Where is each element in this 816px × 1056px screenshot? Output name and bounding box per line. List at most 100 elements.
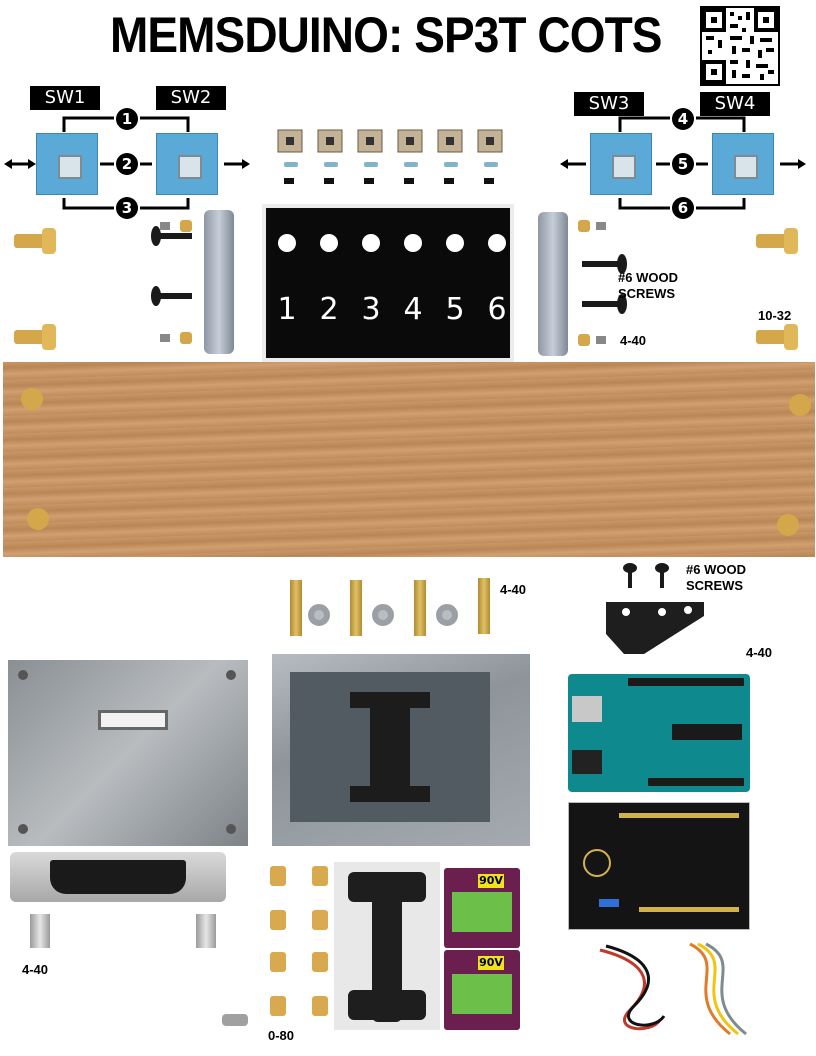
- lid-slot: [98, 710, 168, 730]
- led-2: [320, 234, 338, 252]
- washer-icon: [436, 604, 458, 626]
- thumb-screw-icon: [14, 228, 56, 254]
- pcb-number: 2: [319, 292, 339, 327]
- led-1: [278, 234, 296, 252]
- brass-insert-icon: [312, 866, 328, 886]
- shield-capacitor: [583, 849, 611, 877]
- bolts-440-label: 4-40: [500, 582, 527, 597]
- power-jack: [572, 750, 602, 774]
- bracket-440-label: 4-40: [746, 645, 773, 660]
- lid-hole: [18, 670, 28, 680]
- panel-screw: [777, 514, 799, 536]
- holder-photo-bg: [334, 862, 440, 1030]
- voltage-badge: 90V: [478, 874, 504, 888]
- panel-screw: [789, 394, 811, 416]
- aluminum-lid: [8, 660, 248, 846]
- shield-header: [639, 907, 739, 912]
- path-2-marker: 2: [116, 153, 138, 175]
- brass-insert-icon: [578, 334, 590, 346]
- pcb-number: 6: [487, 292, 507, 327]
- switch-sw4: [712, 133, 774, 195]
- brass-insert-icon: [180, 220, 192, 232]
- holder-bracket: [606, 602, 704, 654]
- qr-code-icon: [700, 6, 780, 86]
- thread-440-label: 4-40: [620, 333, 647, 348]
- hex-nut-icon: [160, 334, 170, 342]
- brass-insert-icon: [312, 952, 328, 972]
- jumper-cable-icon: [599, 944, 666, 1031]
- components-row: [277, 129, 503, 184]
- path-6-marker: 6: [672, 197, 694, 219]
- hex-nut-icon: [160, 222, 170, 230]
- bolt-icon: [290, 580, 302, 636]
- lid-hole: [18, 824, 28, 834]
- panel-screw: [21, 388, 43, 410]
- washer-icon: [308, 604, 330, 626]
- brass-insert-icon: [578, 220, 590, 232]
- panel-screw: [27, 508, 49, 530]
- right-pcb-bracket: [538, 212, 568, 356]
- led-6: [488, 234, 506, 252]
- thumb-screw-label: 10-32: [758, 308, 792, 323]
- page-title: MEMSDUINO: SP3T COTS: [110, 7, 662, 63]
- path-4-marker: 4: [672, 108, 694, 130]
- pcb-number: 1: [277, 292, 297, 327]
- path-1-marker: 1: [116, 108, 138, 130]
- brass-insert-icon: [312, 996, 328, 1016]
- front-panel-pcb: 1 2 3 4 5 6: [262, 204, 514, 362]
- holder-top: [348, 872, 426, 902]
- wood-screws-label: #6 WOOD SCREWS: [618, 270, 678, 301]
- wood-front-panel: [3, 362, 815, 557]
- relay-board: 90V: [444, 868, 520, 948]
- relay-board: 90V: [444, 950, 520, 1030]
- relay-terminals: [452, 892, 512, 932]
- path-5-marker: 5: [672, 153, 694, 175]
- bolt-icon: [478, 578, 490, 634]
- switch-sw3: [590, 133, 652, 195]
- header-pins: [628, 678, 744, 686]
- washer-icon: [372, 604, 394, 626]
- thumb-screw-icon: [756, 324, 798, 350]
- brass-insert-icon: [270, 996, 286, 1016]
- enclosure-bracket-top: [350, 692, 430, 708]
- left-pcb-bracket: [204, 210, 234, 354]
- thumb-screw-icon: [14, 324, 56, 350]
- sw2-label: SW2: [156, 86, 226, 110]
- shield-header: [619, 813, 739, 818]
- db25-pins: [50, 860, 186, 894]
- shield-pcb-render: [568, 802, 750, 930]
- sw1-label: SW1: [30, 86, 100, 110]
- hex-nut-icon: [596, 336, 606, 344]
- wood-screws-mid-label: #6 WOOD SCREWS: [686, 562, 746, 593]
- right-wood-screws-icon: [582, 254, 627, 314]
- led-4: [404, 234, 422, 252]
- microcontroller-chip: [672, 724, 742, 740]
- sw3-label: SW3: [574, 92, 644, 116]
- thumb-screw-icon: [756, 228, 798, 254]
- db25-connector: [10, 852, 226, 902]
- enclosure-bracket-bottom: [350, 786, 430, 802]
- standoff-icon: [196, 914, 216, 948]
- holder-bottom: [348, 990, 426, 1020]
- right-switch-arrows: [560, 116, 806, 210]
- sw4-label: SW4: [700, 92, 770, 116]
- voltage-badge: 90V: [478, 956, 504, 970]
- aluminum-enclosure: [272, 654, 530, 846]
- bolt-icon: [414, 580, 426, 636]
- lid-hole: [226, 824, 236, 834]
- ribbon-cable-icon: [689, 942, 747, 1036]
- brass-insert-icon: [270, 866, 286, 886]
- shield-resistor: [599, 899, 619, 907]
- pcb-number: 3: [361, 292, 381, 327]
- led-3: [362, 234, 380, 252]
- standoff-440-label: 4-40: [22, 962, 49, 977]
- led-5: [446, 234, 464, 252]
- bolt-icon: [350, 580, 362, 636]
- enclosure-interior: [290, 672, 490, 822]
- lid-hole: [226, 670, 236, 680]
- relay-terminals: [452, 974, 512, 1014]
- pcb-number: 4: [403, 292, 423, 327]
- left-switch-arrows: [4, 116, 250, 210]
- header-pins: [648, 778, 744, 786]
- enclosure-bracket: [370, 692, 410, 802]
